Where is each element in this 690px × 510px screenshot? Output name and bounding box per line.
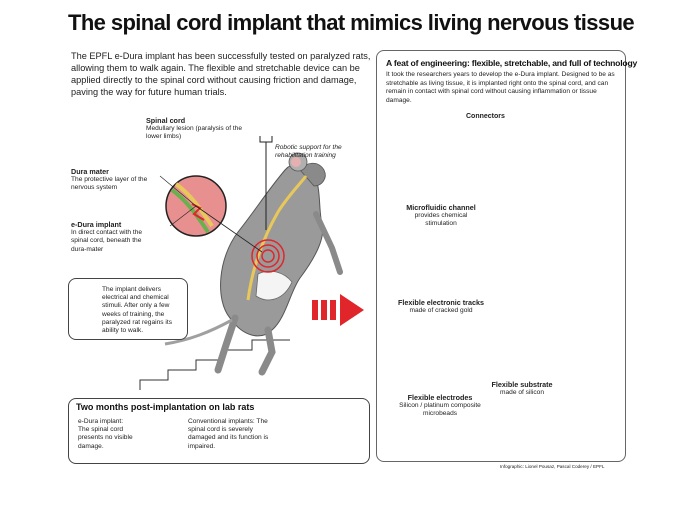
label-connectors: Connectors — [466, 113, 505, 120]
robot-support-line — [259, 136, 273, 230]
label-electrodes: Flexible electrodes Silicon / platinum c… — [399, 393, 481, 418]
credit-line: Infographic: Lionel Pousaz, Pascal Coder… — [500, 464, 605, 469]
engineering-title: A feat of engineering: flexible, stretch… — [386, 58, 638, 68]
label-robotic-support: Robotic support for the rehabilitation t… — [275, 144, 342, 160]
engineering-text: It took the researchers years to develop… — [386, 71, 615, 104]
engineering-panel — [376, 50, 626, 462]
label-edura-implant: e-Dura implant In direct contact with th… — [71, 220, 143, 253]
label-dura-mater: Dura mater The protective layer of the n… — [71, 167, 148, 192]
page-title: The spinal cord implant that mimics livi… — [68, 10, 635, 35]
stairs — [139, 339, 290, 390]
rat — [164, 152, 343, 376]
zoom-circle — [159, 175, 263, 253]
stimuli-box — [68, 278, 188, 340]
label-spinal-cord: Spinal cord Medullary lesion (paralysis … — [146, 116, 243, 141]
transition-arrow — [312, 294, 364, 326]
label-tracks: Flexible electronic tracks made of crack… — [398, 298, 484, 315]
label-microfluidic: Microfluidic channel provides chemical s… — [406, 203, 476, 228]
intro-text: The EPFL e-Dura implant has been success… — [71, 51, 371, 97]
post-implant-box — [68, 398, 370, 464]
post-implant-title: Two months post-implantation on lab rats — [76, 402, 255, 412]
label-substrate: Flexible substrate made of silicon — [491, 380, 553, 397]
stimuli-text: The implant delivers electrical and chem… — [102, 286, 173, 335]
conventional-result-text: Conventional implants: The spinal cord i… — [188, 418, 269, 450]
edura-result-text: e-Dura implant: The spinal cord presents… — [78, 418, 133, 450]
